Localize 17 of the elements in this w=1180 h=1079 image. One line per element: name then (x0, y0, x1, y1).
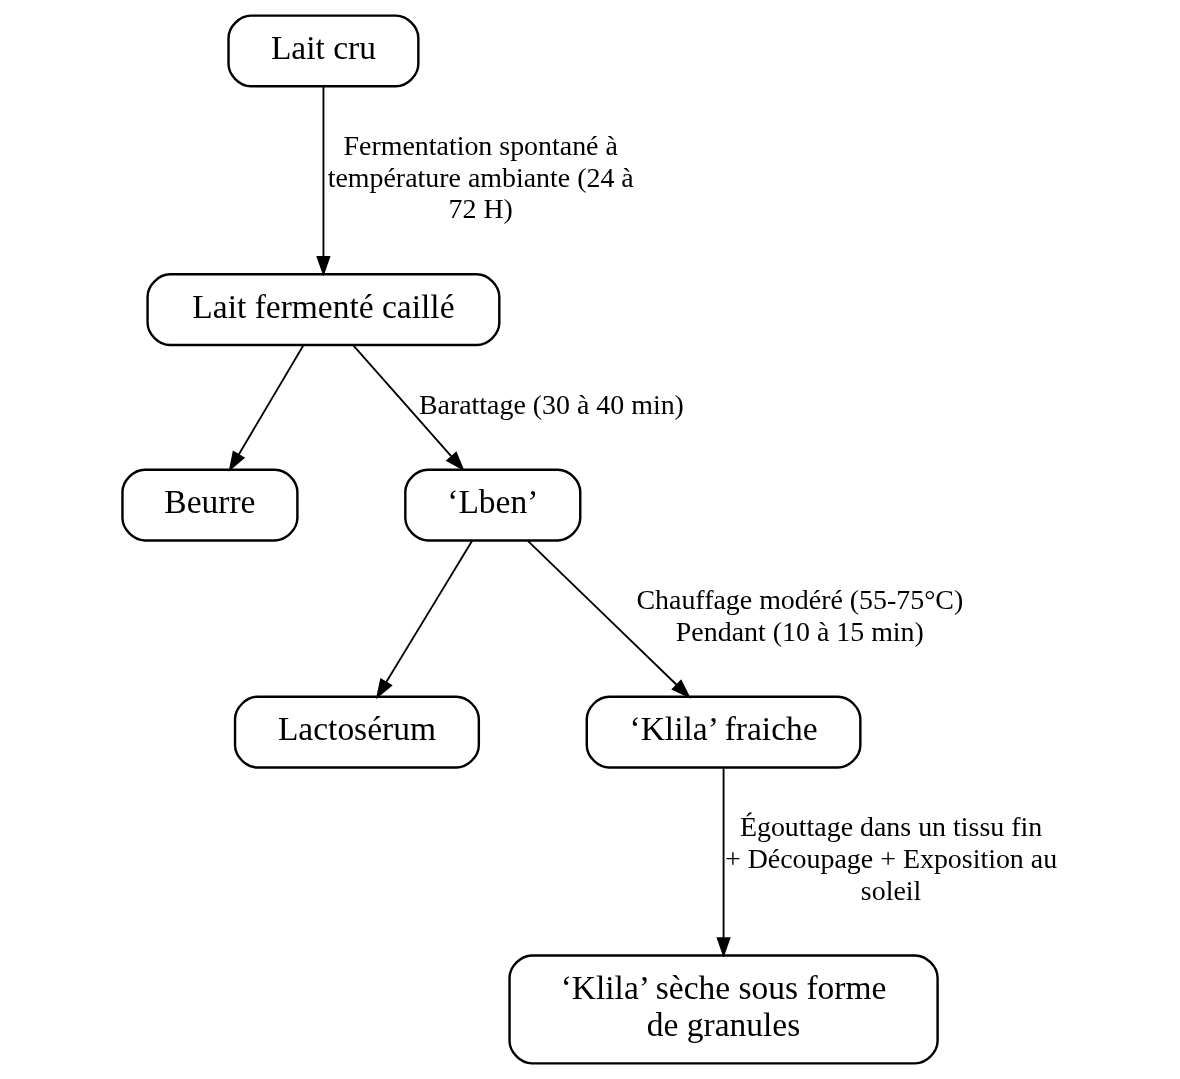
arrow (526, 539, 691, 699)
node-box: ‘Klila’ sèche sous forme de granules (507, 954, 939, 1065)
node-box: Lait fermenté caillé (145, 273, 500, 347)
arrow (352, 344, 465, 472)
arrow (228, 344, 304, 472)
node-box: Lactosérum (233, 695, 480, 769)
arrow (375, 539, 473, 700)
node-box: Beurre (120, 468, 299, 542)
edge-label: Égouttage dans un tissu fin + Découpage + Exposition au soleil (724, 811, 1057, 906)
node-box: ‘Lben’ (403, 468, 581, 542)
edge-label: Barattage (30 à 40 min) (418, 388, 684, 420)
arrow (315, 85, 331, 277)
edge-label: Chauffage modéré (55-75°C) Pendant (10 à 15 min) (635, 584, 963, 647)
node-box: ‘Klila’ fraiche (585, 695, 862, 769)
node-box: Lait cru (226, 14, 420, 88)
edge-label: Fermentation spontané à température ambiante (24 à 72 H) (327, 130, 634, 225)
arrow (715, 766, 731, 958)
